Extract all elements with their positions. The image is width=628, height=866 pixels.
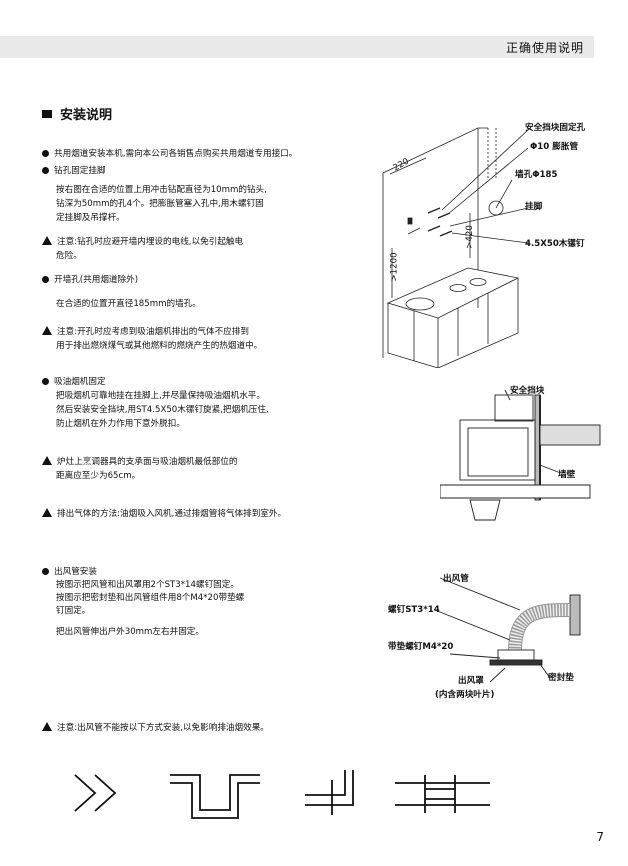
label-duct: 出风管 — [443, 574, 469, 584]
paragraph-line: 按右图在合适的位置上用冲击钻配直径为10mm的钻头, — [56, 185, 267, 195]
list-item: 开墙孔(共用烟道除外) — [42, 274, 138, 287]
dimension-420: >420 — [464, 225, 475, 249]
bullet-icon — [42, 378, 49, 385]
warning-item: 注意:开孔时应考虑到吸油烟机排出的气体不应排到 — [42, 326, 249, 339]
square-bullet-icon — [42, 109, 52, 118]
warning-icon — [42, 326, 52, 335]
wrong-narrow-duct — [395, 775, 490, 813]
hood-nozzle — [469, 499, 501, 521]
leader-line — [504, 389, 511, 401]
bullet-icon — [42, 167, 49, 174]
leader-line — [447, 147, 529, 215]
wrong-install-figures — [74, 770, 490, 819]
flexible-duct — [508, 603, 571, 651]
warning-item: 注意:钻孔时应避开墙内埋设的电线,以免引起触电 — [42, 236, 243, 249]
label-wall: 墙壁 — [558, 470, 576, 480]
dimension-1200: >1200 — [389, 252, 400, 282]
paragraph-line: 把吸烟机可靠地挂在挂脚上,并尽量保持吸油烟机水平。 — [56, 391, 265, 401]
leader-line — [449, 653, 501, 659]
leader-line — [539, 663, 551, 679]
cabinet-side — [437, 278, 519, 368]
label-screw-st3: 螺钉ST3*14 — [388, 605, 440, 615]
leader-line — [439, 577, 521, 611]
hood-body — [459, 419, 536, 481]
paragraph-line: 然后安装安全挡块,用ST4.5X50木镙钉旋紧,把烟机压住, — [56, 405, 269, 415]
paragraph-line: 按图示把密封垫和出风管组件用8个M4*20带垫螺 — [56, 593, 245, 603]
leader-line — [489, 667, 506, 683]
label-washer-screw: 带垫螺钉M4*20 — [388, 642, 454, 652]
label-seal: 密封垫 — [548, 673, 574, 683]
paragraph-line: 把出风管伸出户外30mm左右并固定。 — [56, 627, 204, 637]
warning-icon — [42, 456, 52, 465]
hood-motor — [467, 427, 529, 477]
mount-hole — [407, 217, 413, 225]
wall — [569, 594, 581, 636]
leader-line — [434, 609, 511, 641]
list-item: 共用烟道安装本机,需向本公司各销售点购买共用烟道专用接口。 — [42, 148, 297, 161]
dimension-line — [389, 157, 427, 175]
paragraph-line: 用于排出燃烧煤气或其他燃料的燃烧产生的热烟道中。 — [56, 341, 263, 351]
paragraph-line: 按图示把风管和出风罩用2个ST3*14螺钉固定。 — [56, 580, 239, 590]
paragraph-line: 在合适的位置开直径185mm的墙孔。 — [56, 299, 201, 309]
paragraph-line: 钉固定。 — [56, 606, 91, 616]
section-title-text: 安装说明 — [60, 108, 113, 123]
paragraph-line: 防止烟机在外力作用下意外脱扣。 — [56, 419, 185, 429]
duct-assembly-figure — [434, 577, 581, 683]
burner — [449, 284, 467, 292]
warning-item: 炉灶上烹调器具的支承面与吸油烟机最低部位的 — [42, 456, 237, 469]
warning-item: 排出气体的方法:油烟吸入风机,通过排烟管将气体排到室外。 — [42, 508, 286, 521]
paragraph-line: 距离应至少为65cm。 — [56, 471, 141, 481]
cabinet-front — [387, 303, 439, 368]
burner — [469, 278, 487, 286]
leader-line — [539, 464, 559, 473]
section-title: 安装说明 — [42, 104, 112, 123]
paragraph-line: 定挂脚及吊撑杆。 — [56, 213, 125, 223]
exhaust-hood-ring — [497, 649, 535, 661]
sink — [405, 297, 435, 311]
page-number: 7 — [596, 830, 604, 844]
exhaust-duct — [539, 424, 601, 446]
bullet-icon — [42, 276, 49, 283]
warning-icon — [42, 722, 52, 731]
wrong-u-trap-duct — [170, 774, 260, 819]
list-item: 钻孔固定挂脚 — [42, 165, 106, 178]
label-hood: 出风罩 — [458, 676, 484, 686]
list-item: 出风管安装 — [42, 566, 97, 579]
wrong-step-duct — [305, 770, 354, 815]
warning-item: 注意:出风管不能按以下方式安装,以免影响排油烟效果。 — [42, 722, 269, 735]
label-safety-block: 安全挡块 — [510, 386, 545, 396]
label-wall-hole: 墙孔Φ185 — [515, 170, 558, 180]
header-title: 正确使用说明 — [505, 41, 584, 55]
label-hood-note: (内含两块叶片) — [435, 690, 495, 700]
warning-icon — [42, 236, 52, 245]
hood-side-figure — [440, 389, 601, 521]
label-block-hole: 安全挡块固定孔 — [525, 123, 586, 133]
safety-block — [494, 394, 534, 422]
dimension-line — [407, 227, 421, 235]
label-expansion-tube: Φ10 膨胀管 — [530, 142, 579, 152]
warning-icon — [42, 508, 52, 517]
hood-canopy — [440, 484, 591, 499]
leader-line — [449, 207, 529, 227]
seal-pad — [489, 659, 543, 666]
leader-line — [451, 232, 529, 244]
wrong-zigzag-duct — [74, 774, 117, 812]
bullet-icon — [42, 150, 49, 157]
header-bar — [0, 36, 594, 58]
label-wood-screw: 4.5X50木镙钉 — [525, 239, 585, 249]
paragraph-line: 钻深为50mm的孔4个。把膨胀管塞入孔中,用木螺钉固 — [56, 199, 264, 209]
installation-figure — [382, 127, 529, 368]
leader-line — [495, 179, 513, 209]
wall-bolts — [427, 207, 453, 237]
leader-line — [441, 129, 529, 211]
label-hook: 挂脚 — [525, 202, 543, 212]
bullet-icon — [42, 568, 49, 575]
counter-top — [386, 267, 520, 319]
list-item: 吸油烟机固定 — [42, 376, 106, 389]
paragraph-line: 危险。 — [56, 251, 82, 261]
